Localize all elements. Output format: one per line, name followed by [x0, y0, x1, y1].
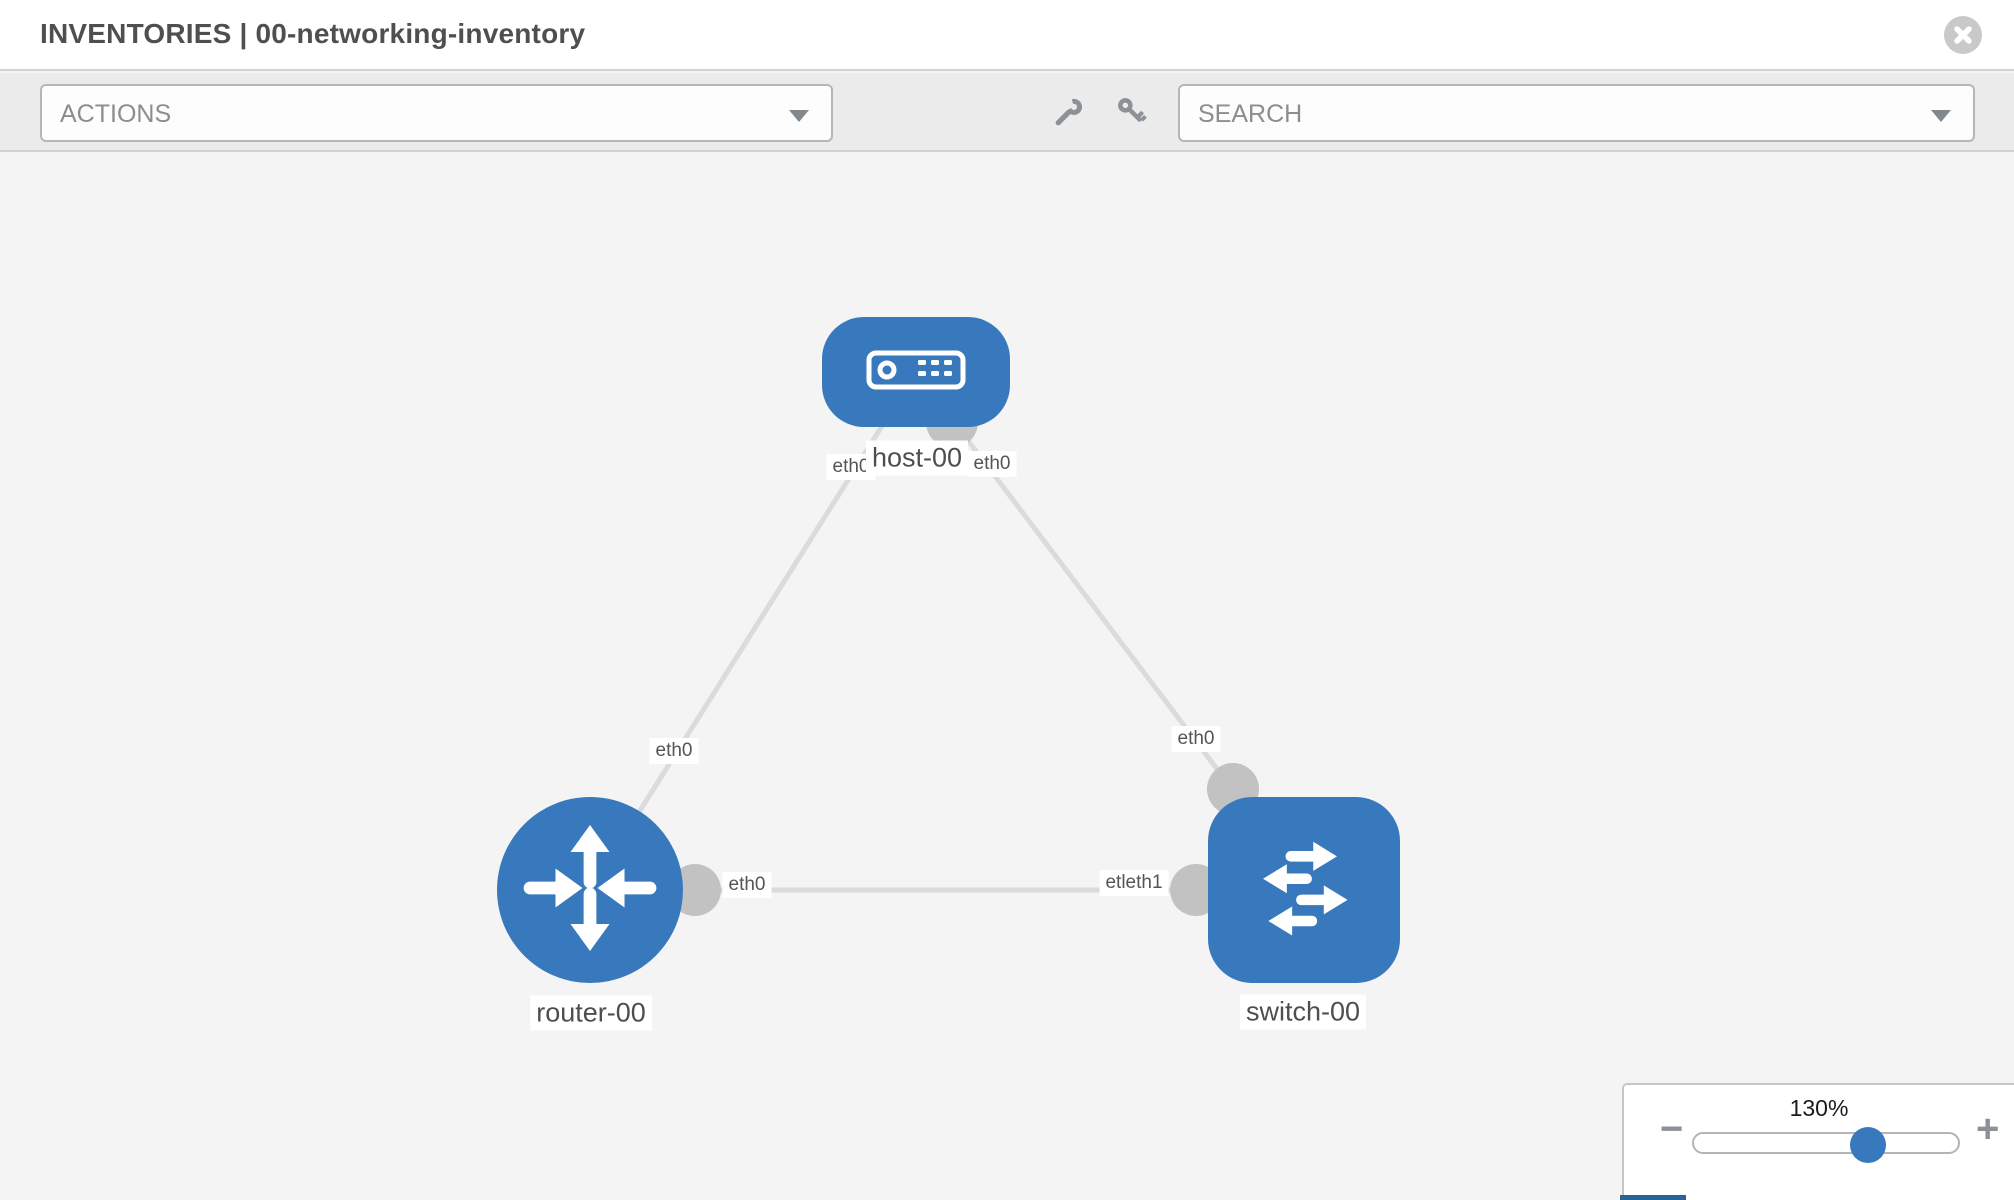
zoom-slider-track[interactable]	[1692, 1127, 1960, 1163]
host-icon	[866, 350, 966, 395]
toolbar: ACTIONS SEARCH	[0, 73, 2014, 152]
zoom-panel: 130% − +	[1622, 1083, 2014, 1200]
iface-label-router-upper: eth0	[649, 738, 699, 764]
iface-label-router-right: eth0	[722, 872, 772, 898]
close-button[interactable]	[1944, 16, 1982, 54]
node-label-switch: switch-00	[1239, 994, 1367, 1030]
chevron-down-icon	[789, 110, 809, 122]
actions-dropdown-label: ACTIONS	[60, 100, 172, 128]
node-host-00[interactable]	[822, 317, 1010, 427]
search-dropdown-label: SEARCH	[1198, 100, 1303, 128]
chevron-down-icon	[1931, 110, 1951, 122]
iface-label-switch-upper: eth0	[1171, 726, 1221, 752]
topology-canvas[interactable]	[0, 152, 2014, 1200]
node-label-host: host-00	[865, 440, 969, 476]
node-label-router: router-00	[530, 995, 652, 1031]
key-icon[interactable]	[1114, 95, 1152, 133]
search-dropdown[interactable]: SEARCH	[1178, 84, 1975, 142]
node-switch-00[interactable]	[1208, 797, 1400, 983]
wrench-icon[interactable]	[1048, 95, 1086, 133]
zoom-level-text: 130%	[1789, 1095, 1849, 1121]
zoom-slider-thumb[interactable]	[1850, 1127, 1886, 1163]
node-router-00[interactable]	[497, 797, 683, 983]
switch-icon	[1238, 822, 1370, 959]
actions-dropdown[interactable]: ACTIONS	[40, 84, 833, 142]
page-title: INVENTORIES | 00-networking-inventory	[40, 18, 586, 49]
iface-label-switch-left: etleth1	[1099, 870, 1169, 896]
zoom-out-button[interactable]: −	[1660, 1107, 1684, 1151]
zoom-in-button[interactable]: +	[1976, 1107, 2000, 1151]
router-icon	[515, 813, 665, 968]
iface-label-host-right: eth0	[967, 451, 1017, 477]
key-button-edge[interactable]	[1620, 1195, 1686, 1200]
header: INVENTORIES | 00-networking-inventory	[0, 0, 2014, 71]
